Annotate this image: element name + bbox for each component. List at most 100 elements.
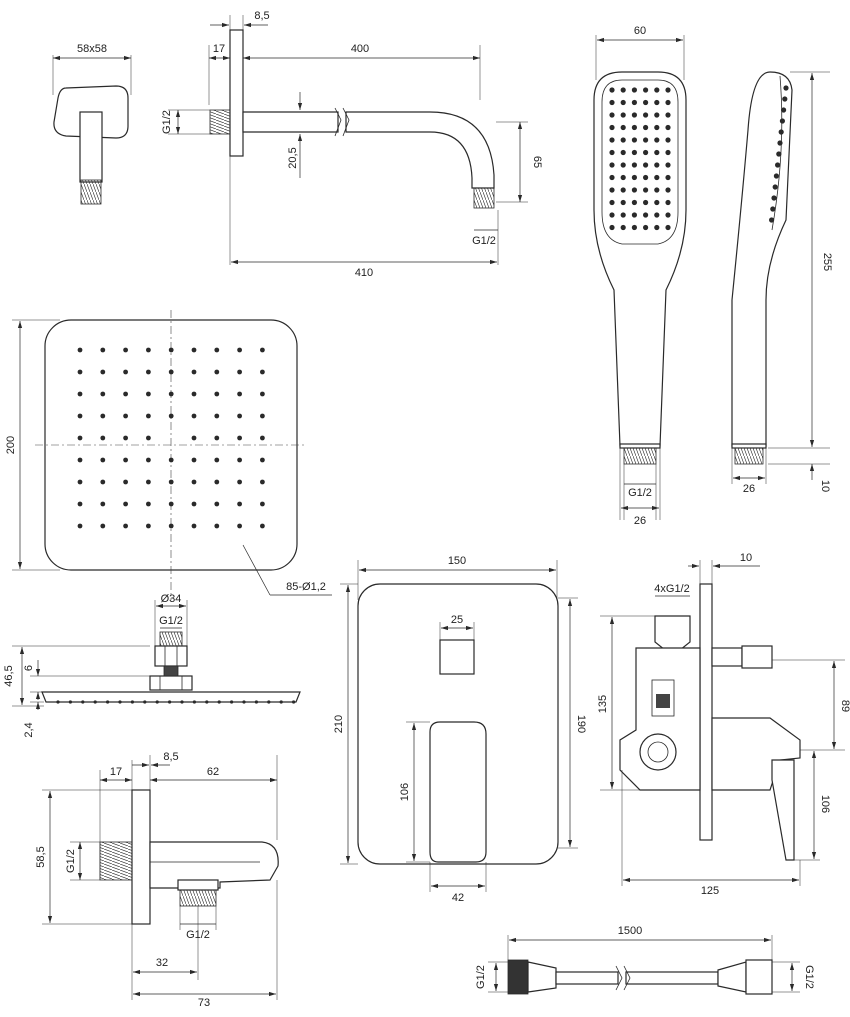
nozzle-dot [100, 435, 106, 441]
nozzle-dot [620, 87, 626, 93]
nozzle-dot [643, 187, 649, 193]
nozzle-dot [643, 112, 649, 118]
dim-arm-drop: 20,5 [287, 147, 299, 168]
nozzle-dot [609, 212, 615, 218]
nozzle-dot [620, 187, 626, 193]
nozzle-dot [643, 149, 649, 156]
nozzle-dot [654, 99, 660, 106]
valve-side-view: 10 4xG1/2 135 89 106 125 [597, 552, 850, 897]
nozzle-dot [769, 217, 775, 223]
nozzle-dot [168, 369, 174, 375]
nozzle-dot [77, 523, 83, 529]
cover-plate-front: 150 25 210 190 106 42 [333, 555, 587, 904]
nozzle-dot [191, 413, 197, 419]
nozzle-dot [123, 457, 128, 463]
nozzle-dot [191, 369, 197, 375]
nozzle-dot [77, 457, 83, 463]
dim-plate-knob: 25 [451, 614, 463, 626]
nozzle-dot [214, 435, 220, 441]
dim-arm-thread-left: G1/2 [161, 110, 173, 134]
nozzle-dot [775, 162, 781, 168]
nozzle-dot [123, 391, 128, 397]
nozzle-dot [214, 391, 220, 397]
head-shower-top: 200 85-Ø1,2 [5, 310, 332, 600]
nozzle-dot [620, 199, 626, 206]
nozzle-dot [779, 118, 786, 124]
nozzle-dot [665, 137, 671, 143]
nozzle-dot [631, 149, 638, 156]
dim-outlet-flange-offset: 8,5 [163, 751, 178, 763]
nozzle-dot [260, 369, 265, 375]
nozzle-dot [260, 457, 265, 463]
nozzle-dot [100, 457, 106, 463]
nozzle-dot [237, 391, 243, 397]
nozzle-dot [654, 149, 660, 156]
nozzle-dot [665, 162, 671, 168]
nozzle-dot [118, 700, 122, 704]
nozzle-dot [654, 224, 660, 231]
nozzle-dot [643, 99, 649, 106]
dim-hose-thread-right: G1/2 [803, 965, 815, 989]
nozzle-dot [665, 187, 671, 193]
dim-outlet-mid: 32 [156, 957, 168, 969]
dim-hand-thread-len: 10 [819, 480, 831, 492]
nozzle-dot [654, 174, 660, 181]
nozzle-dot [191, 501, 197, 507]
nozzle-dot [146, 391, 151, 397]
nozzle-dot [237, 369, 243, 375]
dim-arm-thread-bottom: G1/2 [472, 235, 496, 247]
nozzle-dot [643, 224, 649, 231]
nozzle-dot [643, 212, 649, 218]
dim-arm-flange-offset: 8,5 [254, 10, 269, 22]
nozzle-dot [643, 137, 649, 143]
nozzle-dot [77, 347, 83, 353]
dim-plate-width: 150 [448, 555, 466, 567]
nozzle-dot [168, 700, 172, 704]
nozzle-dot [168, 391, 174, 397]
dim-head-plate: 2,4 [23, 722, 35, 737]
nozzle-dot [146, 369, 151, 375]
nozzle-dot [155, 700, 159, 704]
nozzle-dot [665, 124, 671, 131]
nozzle-dot [77, 501, 83, 507]
dim-plate-inner-height: 190 [575, 715, 587, 733]
nozzle-dot [609, 124, 615, 131]
nozzle-dot [237, 501, 243, 507]
nozzle-dot [168, 523, 174, 529]
nozzle-dot [68, 700, 72, 704]
nozzle-dot [665, 99, 671, 106]
nozzle-dot [260, 479, 265, 485]
nozzle-dot [609, 224, 615, 231]
nozzle-dot [643, 124, 649, 131]
nozzle-dot [237, 413, 243, 419]
nozzle-dot [106, 700, 110, 704]
nozzle-dot [643, 199, 649, 206]
nozzle-dot [777, 140, 783, 146]
nozzle-dot [191, 347, 197, 353]
nozzle-dot [77, 391, 83, 397]
nozzle-dot [123, 369, 128, 375]
nozzle-dot [609, 112, 615, 118]
nozzle-dot [191, 523, 197, 529]
dim-arm-height: 65 [531, 156, 543, 168]
nozzle-dot [123, 347, 128, 353]
nozzle-dot [237, 347, 243, 353]
head-shower-side: Ø34 G1/2 46,5 6 2,4 [3, 593, 301, 738]
nozzle-dot [631, 212, 638, 218]
nozzle-dot [168, 457, 174, 463]
nozzle-dot [609, 199, 615, 206]
nozzle-dot [242, 700, 246, 704]
nozzle-dot [267, 700, 271, 704]
nozzle-dot [143, 700, 147, 704]
hand-shower-front: 60 G1/2 26 [593, 25, 687, 527]
nozzle-dot [773, 173, 780, 179]
nozzle-dot [609, 99, 615, 106]
nozzle-dot [665, 149, 671, 156]
dim-head-height: 46,5 [3, 665, 15, 686]
nozzle-dot [631, 124, 638, 131]
nozzle-dot [205, 700, 209, 704]
nozzle-dot [77, 479, 83, 485]
nozzle-dot [654, 199, 660, 206]
nozzle-dot [100, 413, 106, 419]
nozzle-dot [665, 174, 671, 181]
